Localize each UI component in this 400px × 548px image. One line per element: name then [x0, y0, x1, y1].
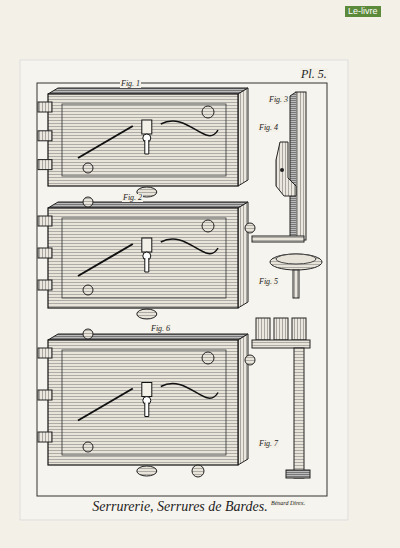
engraver-signature: Bénard Direx.	[270, 500, 306, 506]
figure-label: Fig. 4	[258, 124, 279, 132]
figure-label: Fig. 3	[268, 96, 289, 104]
lock-case	[38, 197, 255, 319]
figure-label: Fig. 5	[258, 278, 279, 286]
plate-number: Pl. 5.	[300, 68, 328, 80]
part-fig4	[276, 142, 296, 196]
plate-border	[37, 83, 327, 496]
part-fig7	[252, 318, 310, 478]
figure-label: Fig. 6	[150, 325, 171, 333]
lock-case	[38, 329, 255, 477]
plate-caption: Serrurerie, Serrures de Bardes.	[91, 500, 268, 514]
figure-label: Fig. 1	[120, 80, 141, 88]
plate-paper	[20, 60, 348, 520]
lock-drawings	[38, 88, 255, 477]
lock-case	[38, 88, 248, 197]
part-fig5	[270, 254, 322, 298]
watermark: Le-livre	[345, 6, 381, 17]
bar-fig3	[252, 92, 306, 242]
figure-label: Fig. 2	[122, 194, 143, 202]
figure-label: Fig. 7	[258, 440, 279, 448]
